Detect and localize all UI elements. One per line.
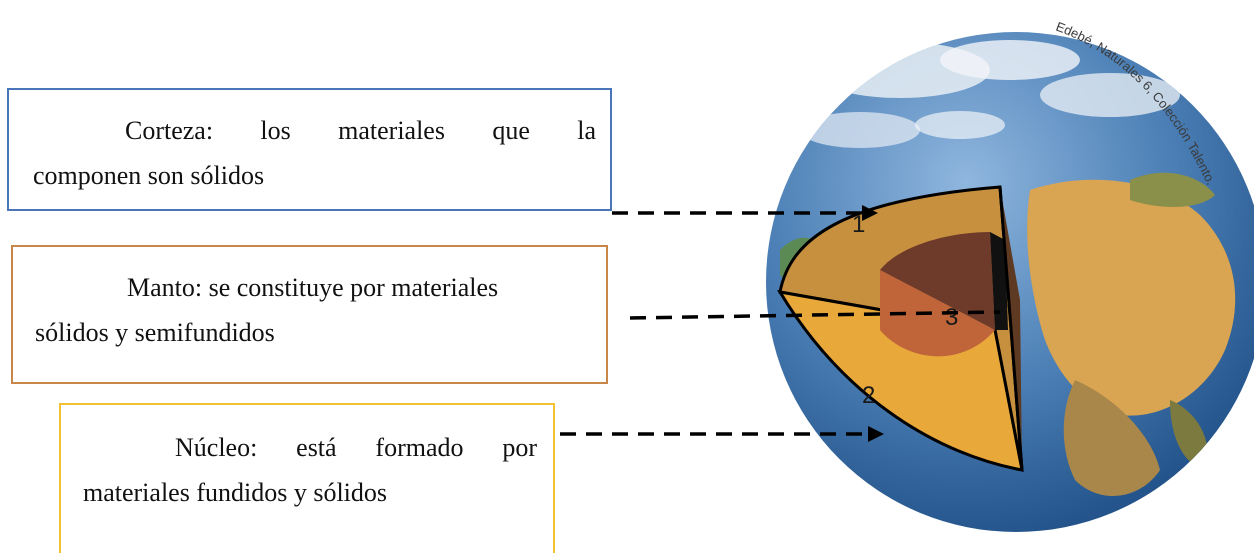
arrow-manto bbox=[629, 310, 1001, 320]
mantle-inner bbox=[880, 232, 995, 330]
nucleo-line1: Núcleo: está formado por bbox=[175, 433, 537, 462]
label-box-manto: Manto: se constituye por materiales sóli… bbox=[11, 245, 608, 384]
center-core bbox=[990, 232, 1008, 330]
layer-number-3: 3 bbox=[945, 304, 958, 331]
label-box-corteza: Corteza: los materiales que la componen … bbox=[7, 88, 612, 211]
mantle-lower bbox=[880, 270, 995, 357]
corteza-line1: Corteza: los materiales que la bbox=[125, 116, 596, 145]
label-box-nucleo: Núcleo: está formado por materiales fund… bbox=[59, 403, 555, 553]
arrow-corteza bbox=[612, 205, 878, 221]
manto-line2: sólidos y semifundidos bbox=[35, 318, 275, 347]
arrow-nucleo bbox=[560, 426, 884, 442]
layer-number-2: 2 bbox=[862, 382, 875, 409]
nucleo-line2: materiales fundidos y sólidos bbox=[83, 478, 388, 507]
globe-surface bbox=[780, 40, 1236, 497]
corteza-line2: componen son sólidos bbox=[33, 161, 265, 190]
manto-line1: Manto: se constituye por materiales bbox=[127, 273, 499, 302]
